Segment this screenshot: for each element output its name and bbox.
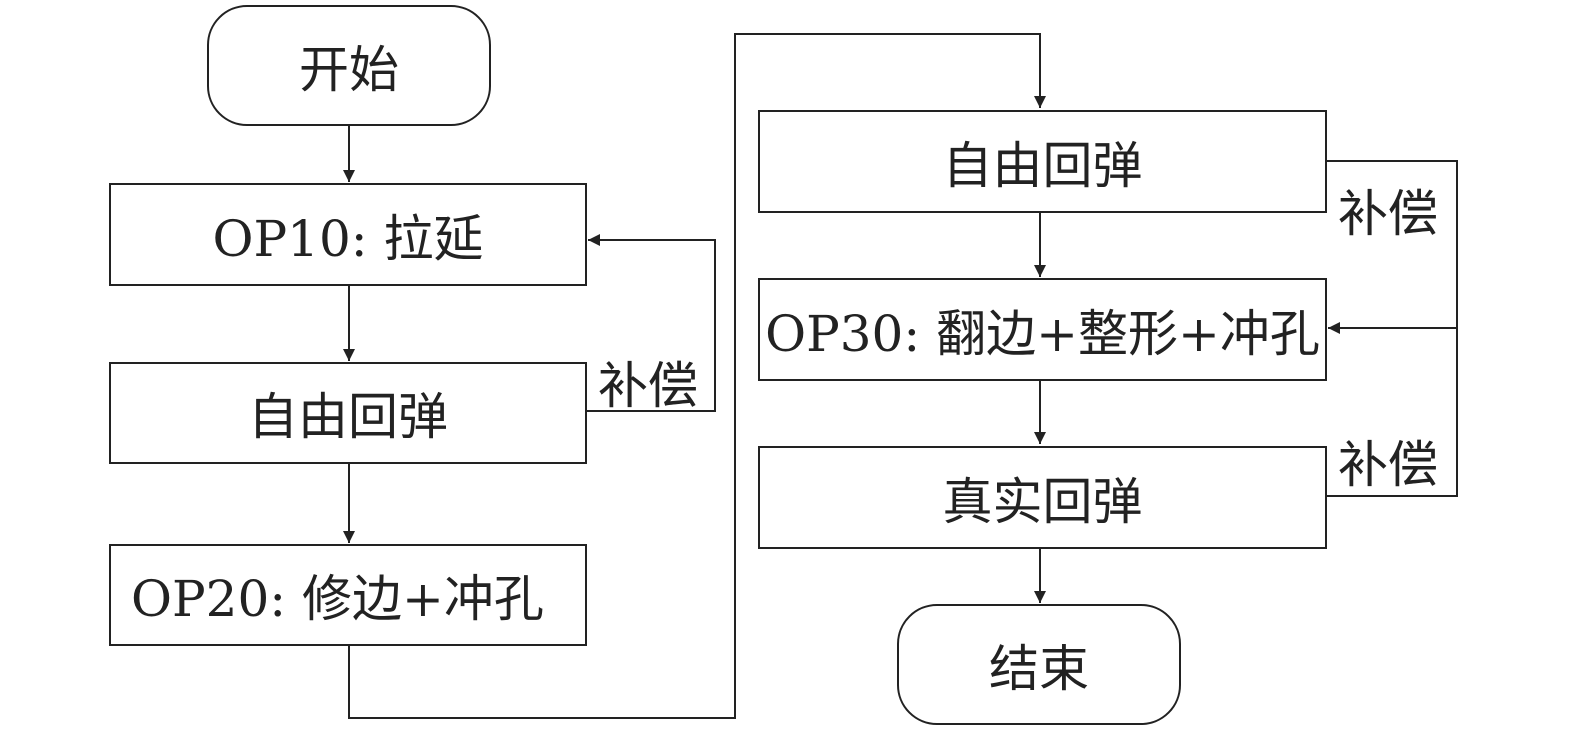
op30-node: OP30: 翻边+整形+冲孔 (758, 278, 1327, 381)
end-node: 结束 (897, 604, 1181, 725)
start-node: 开始 (207, 5, 491, 126)
springback-real-node: 真实回弹 (758, 446, 1327, 549)
springback-1-node-label: 自由回弹 (248, 388, 448, 446)
springback-real-node-label: 真实回弹 (942, 472, 1143, 531)
compensation-label-1: 补偿 (598, 357, 698, 415)
arrow-op20-to-springback-2 (348, 33, 1046, 719)
arrow-compensation-2 (1326, 160, 1458, 328)
start-node-label: 开始 (299, 40, 399, 99)
arrow-compensation-3 (1326, 328, 1458, 497)
op10-node: OP10: 拉延 (109, 183, 587, 286)
springback-1-node: 自由回弹 (109, 362, 587, 464)
end-node-label: 结束 (989, 639, 1089, 698)
op10-node-label: OP10: 拉延 (212, 209, 484, 268)
springback-2-node-label: 自由回弹 (942, 136, 1143, 195)
springback-2-node: 自由回弹 (758, 110, 1327, 213)
arrow-compensation-1 (586, 234, 716, 412)
op30-node-label: OP30: 翻边+整形+冲孔 (765, 304, 1320, 363)
compensation-label-2: 补偿 (1338, 185, 1438, 243)
compensation-label-3: 补偿 (1338, 436, 1438, 494)
op20-node-label: OP20: 修边+冲孔 (131, 570, 544, 628)
op20-node: OP20: 修边+冲孔 (109, 544, 587, 646)
